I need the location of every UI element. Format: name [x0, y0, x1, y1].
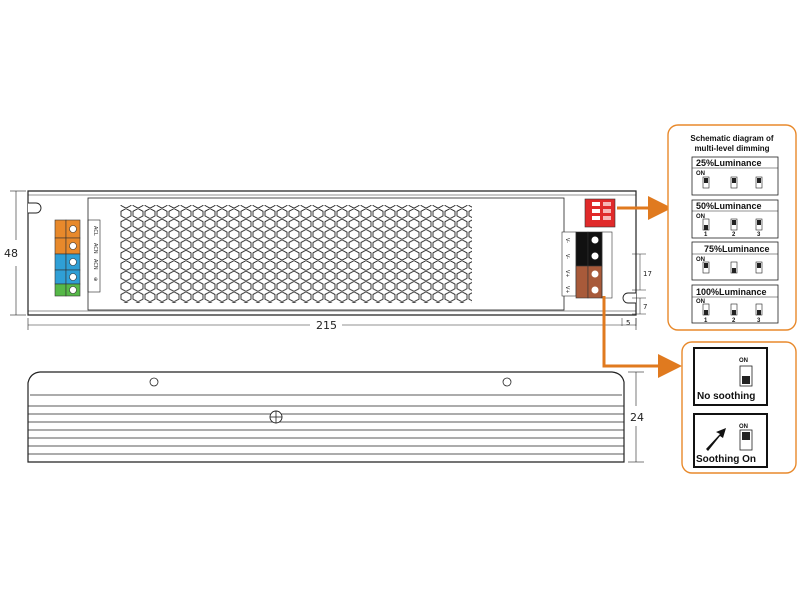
luminance-75-label: 75%Luminance	[704, 244, 770, 254]
luminance-25-on: ON	[696, 171, 705, 177]
luminance-50-box: 50%Luminance ON 1 2 3	[691, 199, 779, 239]
soothing-on-box: ON Soothing On	[693, 413, 768, 468]
no-soothing-box: ON No soothing	[693, 347, 768, 406]
input-label-1: ACL	[92, 226, 98, 236]
luminance-50-label: 50%Luminance	[696, 201, 762, 211]
luminance-25-box: 25%Luminance ON	[691, 156, 779, 196]
luminance-100-on: ON	[696, 299, 705, 305]
luminance-50-switch-3: 3	[757, 232, 761, 238]
luminance-100-switch-2: 2	[732, 318, 736, 324]
no-soothing-label: No soothing	[697, 391, 755, 402]
output-label-2: V-	[564, 254, 570, 259]
dimming-title-line2: multi-level dimming	[694, 144, 769, 153]
luminance-100-label: 100%Luminance	[696, 287, 767, 297]
luminance-75-switches	[702, 261, 763, 274]
label-strip	[87, 219, 101, 293]
side-view-outline	[27, 371, 625, 463]
luminance-50-switch-1: 1	[704, 232, 708, 238]
mount-notch-left	[28, 202, 42, 214]
luminance-75-on: ON	[696, 257, 705, 263]
output-label-3: V+	[564, 270, 570, 278]
luminance-50-switches	[702, 218, 763, 231]
length-dimension: 215	[27, 318, 637, 332]
pointer-arrow-icon	[706, 428, 726, 451]
luminance-75-box: 75%Luminance ON	[691, 241, 779, 281]
dimming-panel: Schematic diagram of multi-level dimming…	[667, 124, 797, 331]
offset-value: 5	[626, 319, 630, 327]
input-label-2: ACN	[92, 243, 98, 254]
luminance-100-box: 100%Luminance ON 1 2 3	[691, 284, 779, 324]
no-soothing-on: ON	[739, 358, 748, 364]
soothing-on-label: Soothing On	[696, 454, 756, 465]
top-view	[27, 190, 637, 316]
input-terminal-block	[54, 219, 81, 297]
output-terminal-block	[561, 231, 613, 299]
luminance-100-switch-3: 3	[757, 318, 761, 324]
spacing-value: 17	[643, 270, 652, 278]
soothing-panel: ON No soothing ON Soothing On	[681, 341, 797, 474]
luminance-25-label: 25%Luminance	[696, 158, 762, 168]
side-view	[27, 371, 625, 463]
height-value: 48	[4, 247, 18, 260]
input-label-3: ACN	[92, 259, 98, 270]
arrow-to-soothing	[602, 296, 682, 378]
mount-notch-right	[622, 292, 636, 304]
soothing-on-on: ON	[739, 424, 748, 430]
output-label-4: V+	[564, 286, 570, 294]
height-dimension: 48	[4, 190, 26, 316]
output-label-1: V-	[564, 238, 570, 243]
output-terminal-labels: V- V- V+ V+	[564, 238, 570, 294]
dimming-title-line1: Schematic diagram of	[690, 134, 773, 143]
length-value: 215	[316, 319, 337, 332]
luminance-100-switches	[702, 303, 763, 316]
terminal-dimensions: 17 7 5	[621, 253, 652, 327]
luminance-50-switch-2: 2	[732, 232, 736, 238]
callout-arrows	[602, 196, 682, 378]
ventilation-honeycomb	[120, 205, 472, 303]
luminance-50-on: ON	[696, 214, 705, 220]
luminance-25-switches	[702, 176, 763, 189]
depth-value: 24	[630, 411, 644, 424]
depth-dimension: 24	[628, 371, 644, 463]
input-label-4: ⊕	[92, 277, 98, 281]
input-terminal-labels: ACL ACN ACN ⊕	[92, 226, 98, 281]
gap-value: 7	[643, 303, 647, 311]
luminance-100-switch-1: 1	[704, 318, 708, 324]
dip-switch	[584, 198, 616, 228]
